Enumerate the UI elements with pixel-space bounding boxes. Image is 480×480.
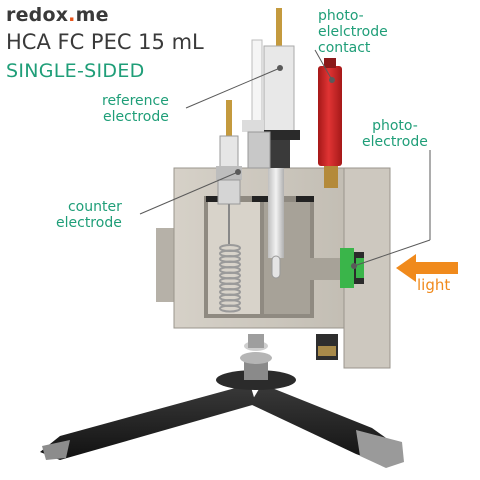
photoelectrode-window [340, 248, 364, 288]
callout-line: electrode [362, 134, 428, 150]
cell-body [173, 167, 391, 369]
callout-line: photo- [318, 8, 364, 24]
callout-line: counter [67, 199, 122, 215]
callout-light: light [417, 276, 451, 294]
callout-line: contact [318, 40, 371, 56]
counter-electrode [216, 100, 242, 313]
side-plate [156, 228, 178, 302]
brand-dot: . [68, 4, 76, 26]
tripod-stand [40, 334, 404, 468]
callout-line: reference [102, 93, 169, 109]
product-title: HCA FC PEC 15 mL [6, 30, 204, 54]
brand-logo: redox.me [6, 4, 109, 26]
brand-name-part: me [75, 4, 109, 26]
callout-line: photo- [372, 118, 418, 134]
spring-coil-turn [219, 304, 241, 313]
callout-line: electrode [56, 215, 122, 231]
callout-reference-electrode: reference electrode [102, 93, 169, 125]
probe-rods [242, 39, 271, 169]
reference-electrode [258, 8, 300, 279]
callout-line: elelctrode [318, 24, 388, 40]
photoelectrode-contact [318, 58, 342, 188]
callout-dot-icon [235, 65, 357, 269]
callout-counter-electrode: counter electrode [56, 199, 122, 231]
callout-line: electrode [103, 109, 169, 125]
callout-photoelectrode: photo- electrode [362, 118, 428, 150]
brand-name-part: redox [6, 4, 69, 26]
callout-photoelectrode-contact: photo- elelctrode contact [318, 8, 388, 56]
light-arrow-icon [396, 254, 458, 282]
callout-lines [139, 49, 431, 267]
product-variant: SINGLE-SIDED [6, 60, 145, 82]
